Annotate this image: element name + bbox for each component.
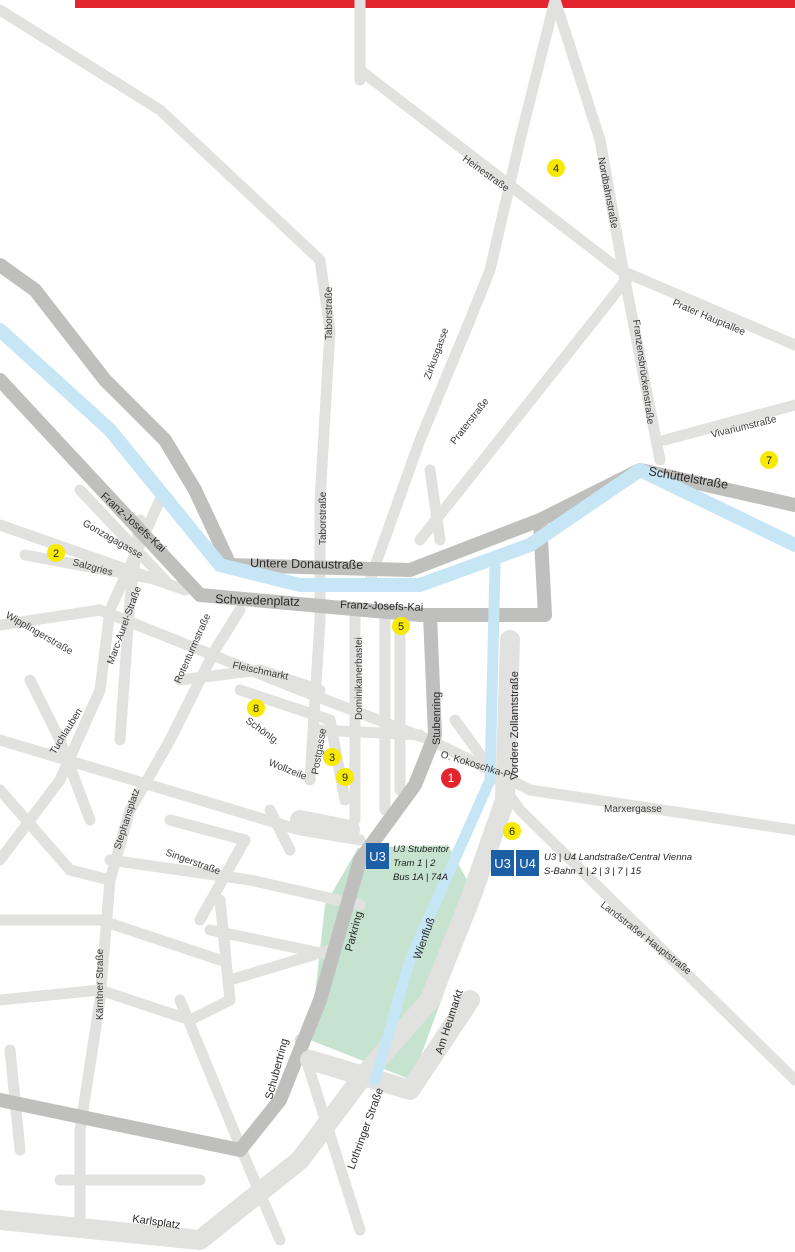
street-label-taborstrasse-lower: Taborstraße <box>318 491 329 545</box>
transit-landstrasse[interactable]: U3 U4 U3 | U4 Landstraße/Central Vienna … <box>491 850 692 877</box>
street-label-franzensbrueckenstrasse: Franzensbrückenstraße <box>630 319 656 426</box>
marker-6-label: 6 <box>509 826 515 838</box>
street-label-praterstrasse: Praterstraße <box>449 396 492 447</box>
street-label-stubenring: Stubenring <box>431 692 443 745</box>
marker-9-label: 9 <box>342 772 348 784</box>
marker-1[interactable]: 1 <box>441 768 461 788</box>
street-label-nordbahnstrasse: Nordbahnstraße <box>595 156 620 229</box>
street-label-schoenlg: Schönlg. <box>243 716 281 748</box>
metro-u3-icon <box>366 843 389 869</box>
marker-2[interactable]: 2 <box>47 544 65 562</box>
street-label-franz-josefs-kai: Franz-Josefs-Kai <box>340 599 424 614</box>
wide-roads <box>0 630 520 1250</box>
metro-u4-badge: U4 <box>519 856 536 871</box>
waterways <box>0 323 795 1086</box>
top-accent-bar <box>75 0 795 8</box>
street-label-wollzeile: Wollzeile <box>267 758 308 783</box>
markers: 1 2 3 4 5 6 7 8 <box>47 159 778 840</box>
marker-1-label: 1 <box>448 771 455 785</box>
metro-u3-badge: U3 <box>494 856 511 871</box>
marker-3-label: 3 <box>329 752 335 764</box>
marker-8[interactable]: 8 <box>247 699 265 717</box>
transit-landstrasse-line1: U3 | U4 Landstraße/Central Vienna <box>544 852 692 863</box>
marker-5[interactable]: 5 <box>392 617 410 635</box>
street-label-stephansplatz: Stephansplatz <box>112 787 142 851</box>
transit-stubentor[interactable]: U3 U3 Stubentor Tram 1 | 2 Bus 1A | 74A <box>366 843 450 883</box>
marker-6[interactable]: 6 <box>503 822 521 840</box>
marker-4-label: 4 <box>553 163 559 175</box>
street-label-untere-donaustrasse: Untere Donaustraße <box>250 556 364 572</box>
marker-7[interactable]: 7 <box>760 451 778 469</box>
marker-7-label: 7 <box>766 455 772 467</box>
street-label-vordere-zollamtstrasse: Vordere Zollamtstraße <box>509 671 521 780</box>
transit-stubentor-line2: Tram 1 | 2 <box>393 858 436 869</box>
transit-landstrasse-line2: S-Bahn 1 | 2 | 3 | 7 | 15 <box>544 866 642 877</box>
transit-stubentor-line3: Bus 1A | 74A <box>393 872 448 883</box>
metro-u3-badge: U3 <box>369 849 386 864</box>
metro-u4-icon <box>516 850 539 876</box>
street-label-taborstrasse-upper: Taborstraße <box>324 286 335 340</box>
marker-9[interactable]: 9 <box>336 768 354 786</box>
street-label-landstrasser-hauptstrasse: Landstraßer Hauptstraße <box>598 900 693 978</box>
street-label-kaertner-strasse: Kärntner Straße <box>95 948 106 1020</box>
street-label-marxergasse: Marxergasse <box>604 804 662 815</box>
marker-3[interactable]: 3 <box>323 748 341 766</box>
marker-4[interactable]: 4 <box>547 159 565 177</box>
marker-5-label: 5 <box>398 621 404 633</box>
marker-8-label: 8 <box>253 703 259 715</box>
street-label-schwedenplatz: Schwedenplatz <box>215 592 300 609</box>
metro-u3-icon <box>491 850 514 876</box>
street-label-dominikanerbastei: Dominikanerbastei <box>354 637 365 720</box>
transit-stubentor-line1: U3 Stubentor <box>393 844 450 855</box>
marker-2-label: 2 <box>53 548 59 560</box>
